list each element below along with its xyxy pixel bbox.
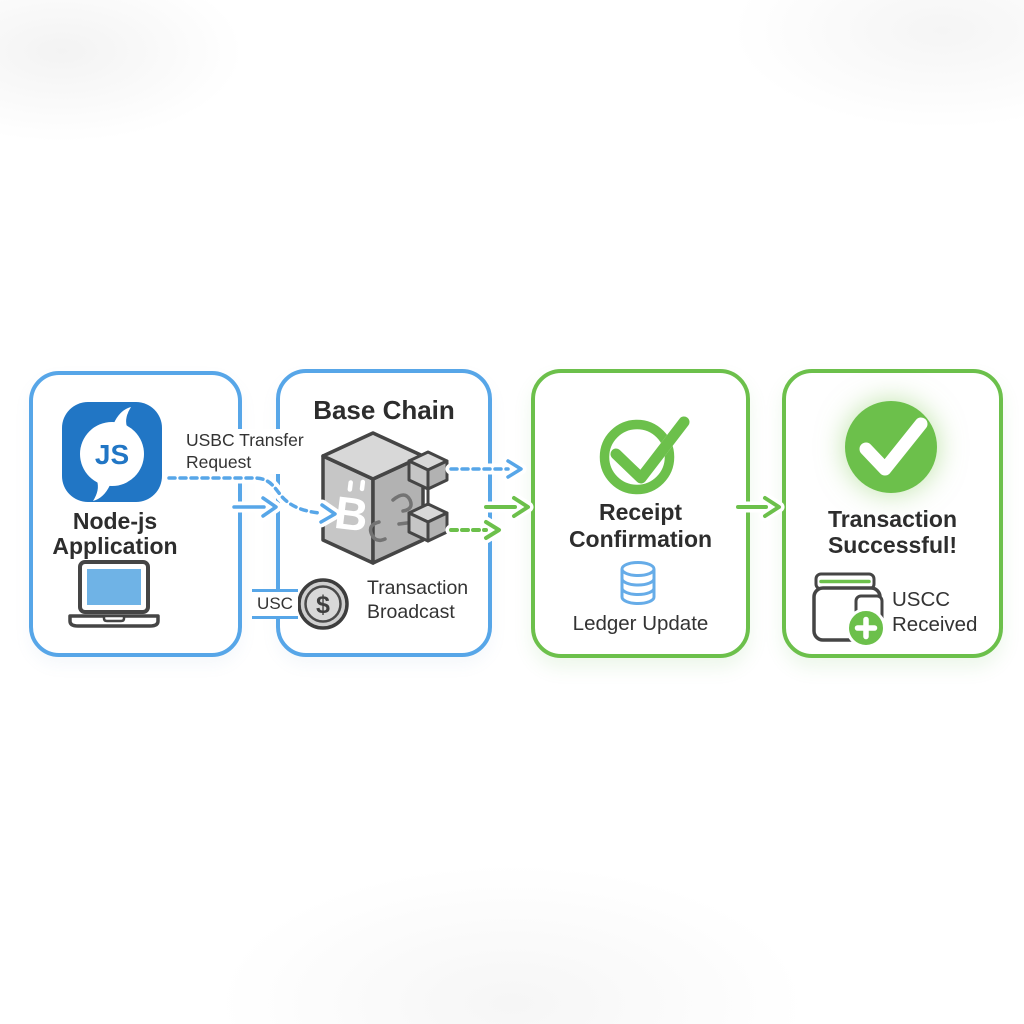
stage-card-transaction-successful: Transaction Successful! USCC Received xyxy=(782,369,1003,658)
coin-icon: $ xyxy=(297,578,349,630)
stage-card-receipt-confirmation: Receipt Confirmation Ledger Update xyxy=(531,369,750,658)
linked-cube-bottom xyxy=(407,502,449,543)
stage-title-receipt: Receipt Confirmation xyxy=(568,499,713,552)
linked-cube-top xyxy=(407,450,449,491)
stage-title-base-chain: Base Chain xyxy=(313,395,455,425)
transaction-broadcast-label: Transaction Broadcast xyxy=(367,577,469,623)
check-circle-solid-icon xyxy=(845,401,937,493)
usbc-transfer-request-label: USBC Transfer Request xyxy=(182,429,308,474)
nodejs-logo-icon: JS xyxy=(62,402,162,502)
stage-title-nodejs: Node-js Application xyxy=(52,508,178,559)
database-icon xyxy=(620,561,656,605)
js-badge-text: JS xyxy=(95,439,129,470)
svg-text:B: B xyxy=(332,486,371,542)
check-circle-outline-icon xyxy=(599,416,690,495)
dollar-glyph: $ xyxy=(316,591,330,619)
usc-connector-label: USC xyxy=(252,589,298,619)
stage-card-base-chain: Base Chain B $ xyxy=(276,369,492,657)
uscc-received-label: USCC Received xyxy=(892,588,978,636)
plus-badge-icon xyxy=(846,608,886,648)
ledger-update-label: Ledger Update xyxy=(572,612,709,635)
blockchain-icon: B xyxy=(321,431,449,565)
wallet-icon xyxy=(812,572,886,648)
js-bubble-icon: JS xyxy=(80,407,144,501)
stage-title-success: Transaction Successful! xyxy=(827,506,958,558)
stage-card-nodejs-application: JS Node-js Application xyxy=(29,371,242,657)
laptop-icon xyxy=(68,560,160,628)
arrow-confirm-solid-green xyxy=(484,496,530,518)
